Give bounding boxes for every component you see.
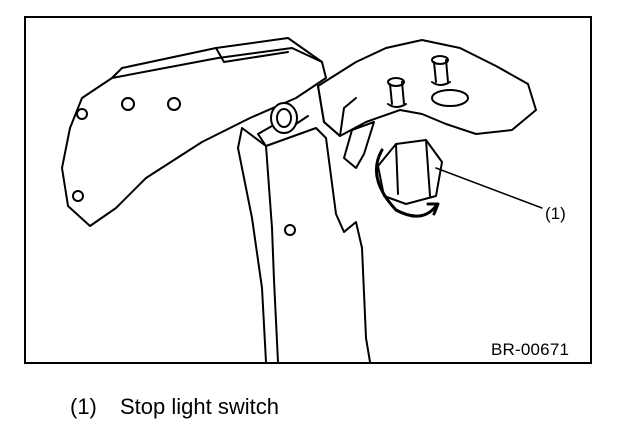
figure-frame: (1) BR-00671 (24, 16, 592, 364)
pedal-arm-hole (284, 224, 296, 236)
stop-light-switch (377, 139, 443, 205)
legend-item-text: Stop light switch (120, 394, 279, 419)
bracket-hole-3 (76, 108, 88, 120)
stop-light-switch-face (395, 139, 431, 197)
mounting-stud-1-nut (387, 77, 405, 87)
pedal-arm-right-edge (325, 137, 371, 362)
callout-leader-line (435, 167, 543, 209)
pivot-bolt-center (276, 108, 292, 128)
bracket-hole-1 (121, 97, 135, 111)
figure-id: BR-00671 (491, 340, 570, 359)
legend: (1) Stop light switch (70, 395, 279, 419)
bracket-hole-2 (167, 97, 181, 111)
mounting-stud-2 (431, 59, 451, 86)
bracket-rib (215, 47, 289, 63)
switch-rotation-arrow (374, 148, 438, 218)
mounting-stud-1 (387, 81, 407, 108)
pedal-arm (237, 127, 279, 362)
pedal-arm-inner (265, 127, 327, 147)
switch-bracket-arm (343, 121, 375, 169)
switch-bracket-front (317, 85, 357, 137)
brake-pedal-illustration (61, 37, 543, 362)
switch-bracket-hole (431, 89, 469, 107)
switch-rotation-arrowhead (426, 202, 440, 216)
pivot-bolt-shaft (257, 115, 309, 147)
pivot-bolt-head (270, 102, 298, 134)
mounting-stud-2-nut (431, 55, 449, 65)
switch-bracket (317, 39, 537, 137)
callout-label: (1) (545, 204, 566, 223)
bracket-plate (61, 47, 327, 227)
bracket-hole-4 (72, 190, 84, 202)
legend-item-number: (1) (70, 394, 97, 419)
